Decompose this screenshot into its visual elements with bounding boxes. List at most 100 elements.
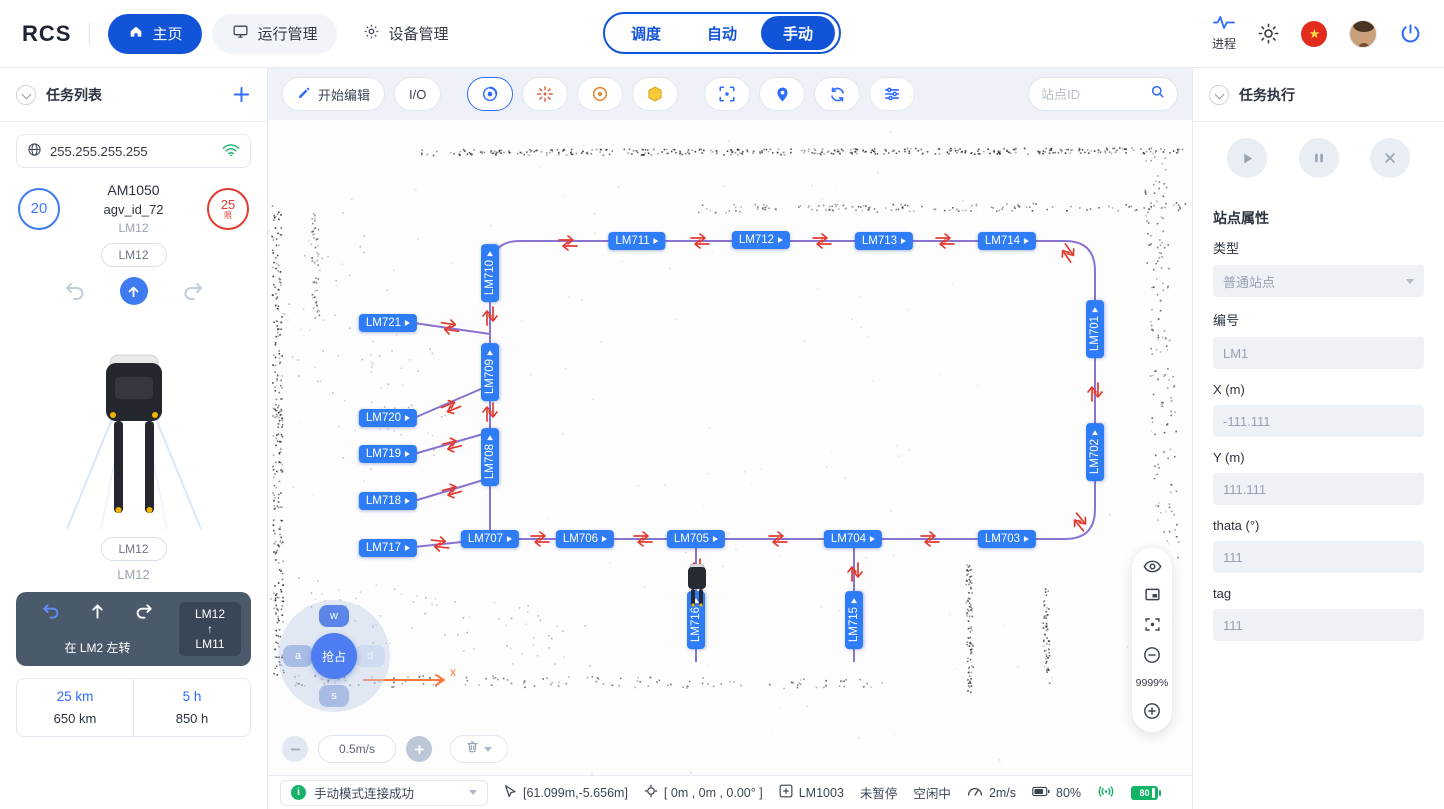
refresh-button[interactable] [814,77,861,111]
station-type-select[interactable]: 普通站点 [1213,265,1424,297]
station-label[interactable]: LM704 [823,530,883,548]
brightness-button[interactable] [1258,23,1279,44]
field-y-label: Y (m) [1213,450,1245,465]
field-type: 类型 普通站点 [1193,238,1444,297]
mode-manual[interactable]: 手动 [761,16,836,50]
station-y-input[interactable] [1213,473,1424,505]
zoom-in-button[interactable] [1143,702,1161,720]
station-tag-input[interactable] [1213,609,1424,641]
nav-item-devices[interactable]: 设备管理 [343,14,468,54]
field-y: Y (m) [1193,450,1444,505]
language-flag-icon[interactable] [1301,20,1327,47]
station-code-input[interactable] [1213,337,1424,369]
point-cloud [268,131,1187,775]
process-button[interactable]: 进程 [1212,15,1236,52]
station-search-input[interactable] [1041,86,1142,102]
station-theta-input[interactable] [1213,541,1424,573]
route-arrow: ↑ [207,622,213,636]
speed-readout: 2m/s [967,785,1016,800]
station-label[interactable]: LM714 [977,232,1037,250]
station-label[interactable]: LM719 [358,445,418,463]
joystick-up-button[interactable]: w [319,605,349,627]
minimap-button[interactable] [1144,586,1161,603]
station-label[interactable]: LM717 [358,539,418,557]
mode-dispatch[interactable]: 调度 [630,25,661,43]
scan-qr-button[interactable] [704,77,751,111]
search-icon[interactable] [1150,84,1165,104]
station-label[interactable]: LM721 [358,314,418,332]
cancel-task-button[interactable] [1370,138,1410,178]
collapse-chevron-icon[interactable] [1209,84,1229,105]
crosshair-icon [644,784,658,801]
connection-status-select[interactable]: i 手动模式连接成功 [280,779,488,806]
station-label[interactable]: LM702 [1086,422,1104,482]
station-label[interactable]: LM703 [977,530,1037,548]
robot-connection-item[interactable]: 255.255.255.255 [16,134,251,168]
app-logo: RCS [22,20,72,46]
robot-model: AM1050 [107,182,160,198]
visibility-button[interactable] [1142,560,1162,573]
map-canvas[interactable]: LM711 LM712 LM713 LM714 LM710 LM721 LM70… [268,120,1192,775]
agv-robot-marker[interactable] [684,564,710,608]
task-list-panel: 任务列表 255.255.255.255 20 AM1050 agv_id_72… [0,68,268,809]
layer-stations-button[interactable] [467,77,514,111]
joystick-right-button[interactable]: d [355,645,385,667]
filter-settings-button[interactable] [869,77,916,111]
speed-decrease-button[interactable] [282,736,308,762]
nav-item-devices-label: 设备管理 [388,26,449,43]
station-label[interactable]: LM711 [608,232,666,250]
action-turn-right-icon[interactable] [135,602,154,621]
joystick-left-button[interactable]: a [283,645,313,667]
station-label[interactable]: LM710 [481,243,499,303]
hours-total: 850 h [175,711,209,726]
seize-control-button[interactable]: 抢占 [311,633,357,679]
station-x-input[interactable] [1213,405,1424,437]
power-button[interactable] [1399,22,1422,45]
turn-left-button[interactable] [64,280,86,302]
turn-right-button[interactable] [182,280,204,302]
layer-target-button[interactable] [577,77,624,111]
distance-today: 25 km [56,689,94,704]
station-label[interactable]: LM701 [1086,299,1104,359]
battery-pill-indicator: 80 [1131,785,1162,800]
mode-auto[interactable]: 自动 [706,25,738,43]
pin-station-button[interactable] [759,77,806,111]
station-label[interactable]: LM713 [854,232,914,250]
svg-text:x: x [450,665,456,679]
nav-item-operations[interactable]: 运行管理 [212,13,338,54]
layer-lidar-button[interactable] [522,77,569,111]
station-label[interactable]: LM715 [845,590,863,650]
pause-task-button[interactable] [1298,138,1339,178]
collapse-chevron-icon[interactable] [16,84,36,105]
robot-ip: 255.255.255.255 [50,143,148,159]
add-task-button[interactable] [232,85,251,104]
station-label[interactable]: LM707 [460,530,520,548]
center-focus-button[interactable] [1144,616,1161,633]
station-label[interactable]: LM706 [555,530,615,548]
station-label[interactable]: LM708 [481,427,499,487]
trash-icon [466,740,479,758]
idle-state: 空闲中 [913,787,951,801]
joystick-down-button[interactable]: s [319,685,349,707]
edit-map-button[interactable]: 开始编辑 [282,77,386,111]
speed-increase-button[interactable] [406,736,432,762]
station-label[interactable]: LM718 [358,492,418,510]
rear-station-tag: LM12 [100,537,167,561]
delete-tool-button[interactable] [450,735,508,763]
station-label[interactable]: LM720 [358,409,418,427]
action-forward-icon[interactable] [90,603,105,620]
zoom-out-button[interactable] [1143,646,1161,664]
field-code: 编号 [1193,310,1444,369]
nav-item-home[interactable]: 主页 [108,13,203,54]
io-button[interactable]: I/O [394,77,442,111]
forward-button[interactable] [119,277,148,305]
station-label[interactable]: LM709 [481,342,499,402]
station-label[interactable]: LM712 [731,231,791,249]
play-task-button[interactable] [1227,138,1267,178]
action-turn-left-icon[interactable] [41,602,60,621]
user-avatar[interactable] [1349,19,1377,48]
caret-down-icon [469,790,477,795]
station-label[interactable]: LM705 [666,530,726,548]
layer-area-button[interactable] [632,77,679,111]
